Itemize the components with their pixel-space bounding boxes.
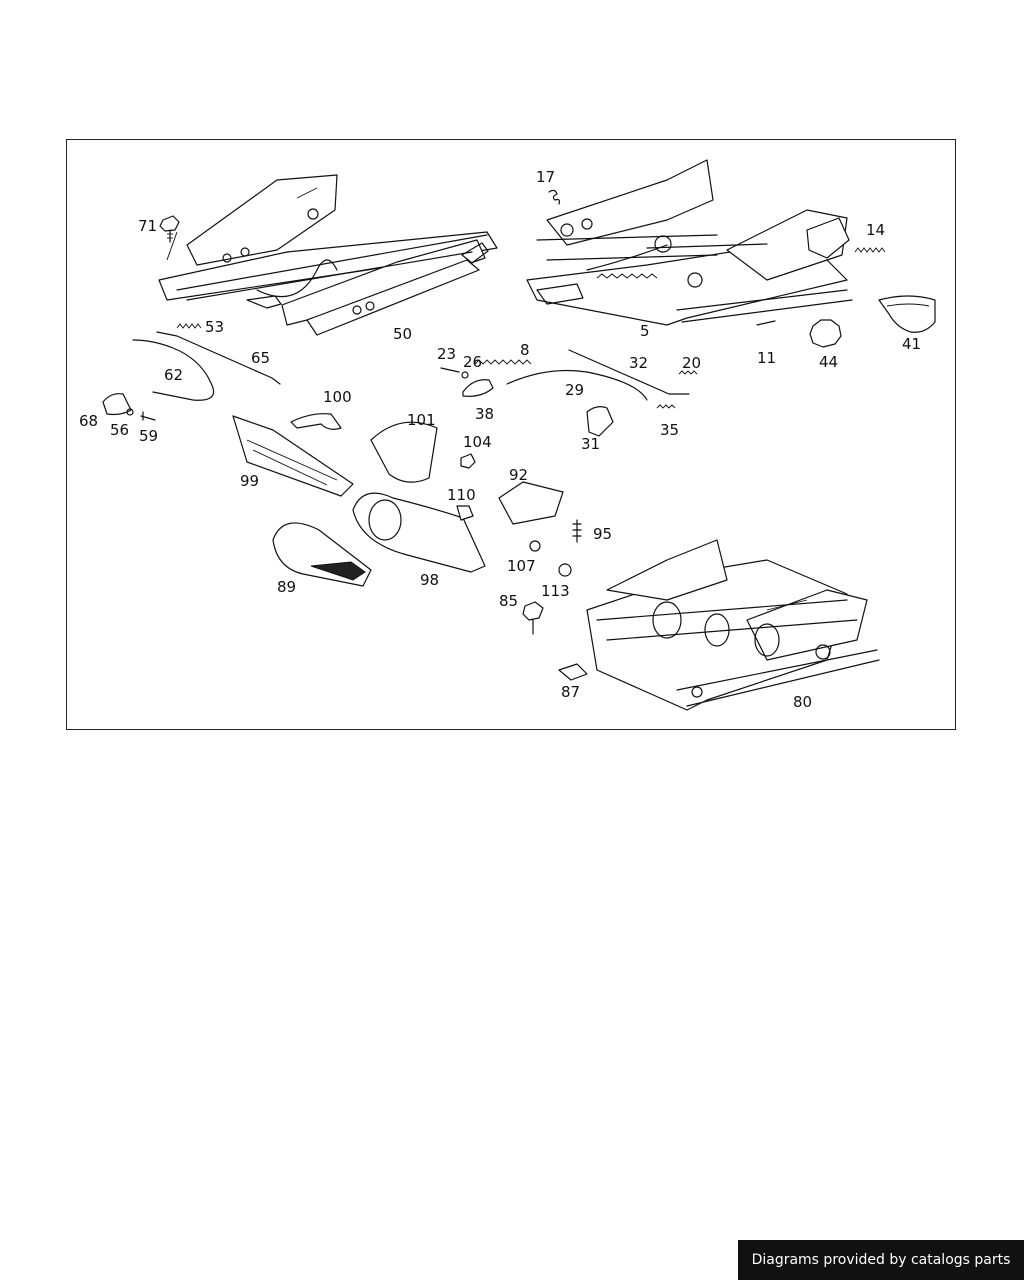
label-59: 59 [139,427,158,445]
part-92-bracket [498,481,564,525]
label-62: 62 [164,366,183,384]
part-23-screw [440,367,460,373]
label-71: 71 [138,217,157,235]
label-113: 113 [541,582,570,600]
label-17: 17 [536,168,555,186]
label-20: 20 [682,354,701,372]
part-110-nut [456,505,474,521]
label-89: 89 [277,578,296,596]
label-56: 56 [110,421,129,439]
diagram-frame: 71 50 17 14 5 11 44 41 53 65 62 68 56 59… [66,139,956,730]
label-99: 99 [240,472,259,490]
label-104: 104 [463,433,492,451]
label-87: 87 [561,683,580,701]
label-95: 95 [593,525,612,543]
part-85-bolt [522,601,544,621]
label-32: 32 [629,354,648,372]
part-31-bracket [586,406,614,437]
part-98-motor-cover [352,492,486,573]
part-labels: 71 50 17 14 5 11 44 41 53 65 62 68 56 59… [79,168,921,711]
part-44-knob [809,319,842,348]
label-100: 100 [323,388,352,406]
footer-credit: Diagrams provided by catalogs parts [738,1240,1024,1280]
part-20-spring [678,370,698,375]
part-95-screw [572,519,582,543]
label-53: 53 [205,318,224,336]
label-50: 50 [393,325,412,343]
part-26-clip [461,371,469,379]
label-41: 41 [902,335,921,353]
label-5: 5 [640,322,650,340]
part-59-screw [140,411,156,421]
parts-diagram: 71 50 17 14 5 11 44 41 53 65 62 68 56 59… [79,159,936,711]
label-101: 101 [407,411,436,429]
part-56-washer [126,408,134,416]
label-35: 35 [660,421,679,439]
footer-credit-text: Diagrams provided by catalogs parts [751,1252,1011,1268]
label-85: 85 [499,592,518,610]
part-107-washer [529,540,541,552]
part-14-spring [854,247,886,253]
part-104-fastener [460,453,476,469]
part-41-cover [878,295,936,333]
label-98: 98 [420,571,439,589]
part-5-seat-frame [526,159,853,326]
label-65: 65 [251,349,270,367]
label-38: 38 [475,405,494,423]
part-99-housing [232,415,354,497]
part-113-nut [558,563,572,577]
part-11-pin [756,320,776,326]
part-35-spring [656,404,676,409]
label-107: 107 [507,557,536,575]
label-80: 80 [793,693,812,711]
part-50-seat-frame [158,174,498,336]
label-23: 23 [437,345,456,363]
part-80-seat-frame [586,539,880,711]
label-11: 11 [757,349,776,367]
label-92: 92 [509,466,528,484]
part-17-clip [548,189,561,205]
part-65-rod [156,331,281,385]
label-29: 29 [565,381,584,399]
label-8: 8 [520,341,530,359]
part-101-cover [370,421,438,483]
label-14: 14 [866,221,885,239]
part-53-spring [176,323,202,329]
label-31: 31 [581,435,600,453]
part-71-bolt [159,215,180,243]
part-32-rod [568,349,690,395]
part-100-connector [290,413,342,430]
part-87-clip [558,663,588,681]
label-44: 44 [819,353,838,371]
part-62-cable [132,339,215,401]
label-26: 26 [463,353,482,371]
part-29-cable [506,369,648,401]
label-68: 68 [79,412,98,430]
part-38-lever [462,379,494,397]
part-8-spring [474,359,532,365]
label-110: 110 [447,486,476,504]
part-68-handle [102,393,132,416]
